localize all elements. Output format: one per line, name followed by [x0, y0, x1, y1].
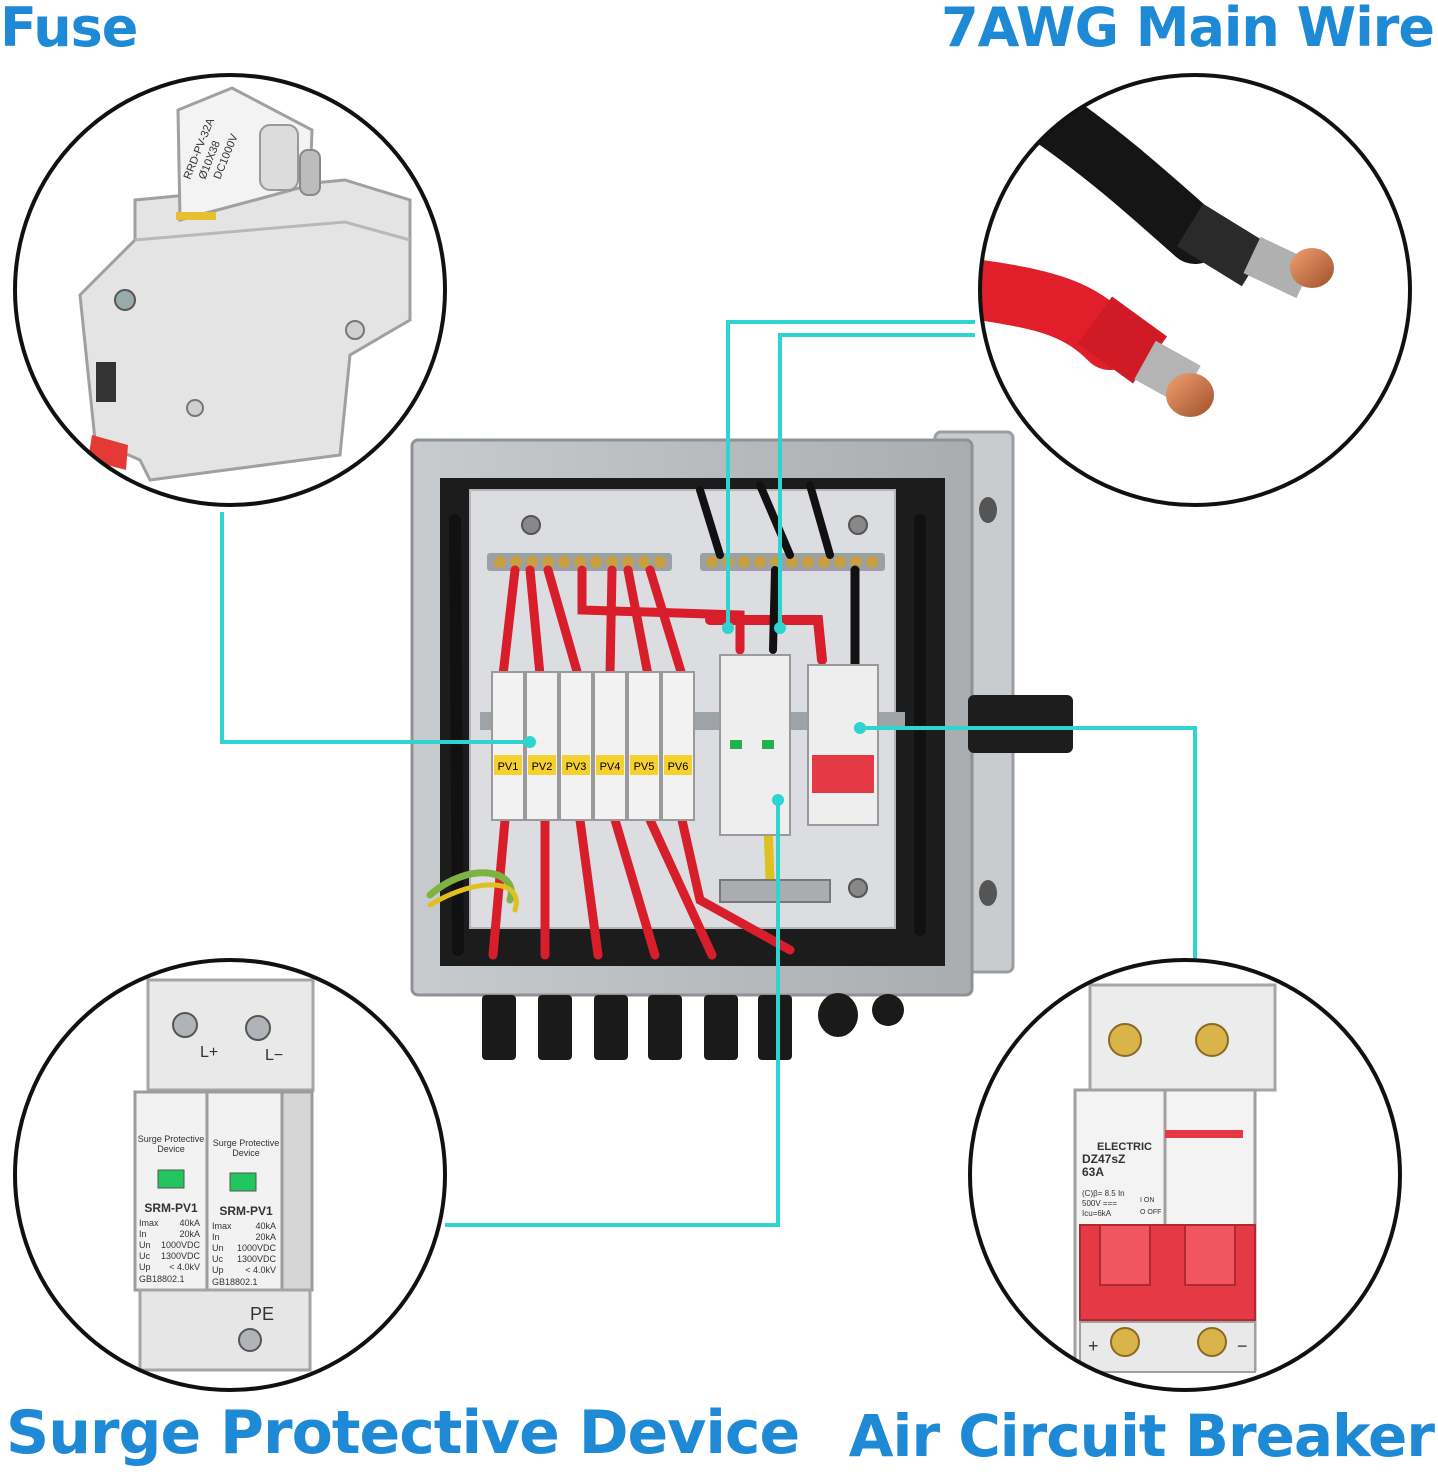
screw-icon [1108, 1023, 1142, 1057]
callout-lines [220, 320, 1197, 1227]
black-wire [1011, 81, 1224, 264]
spd-status-window [157, 1169, 185, 1189]
spd-terminal-minus: L− [265, 1047, 283, 1064]
screw-icon [114, 289, 136, 311]
ground-bar [719, 879, 831, 903]
svg-text:In: In [139, 1229, 147, 1239]
plate-screw [848, 878, 868, 898]
breaker-small-handle [812, 755, 874, 793]
breaker-plus: + [1088, 1336, 1099, 1356]
svg-text:Icu=6kA: Icu=6kA [1082, 1209, 1112, 1218]
svg-text:In: In [212, 1232, 220, 1242]
svg-text:Uc: Uc [212, 1254, 223, 1264]
callout-wire-red [726, 320, 975, 628]
fuse-detail-circle: RRD-PV-32A Ø10X38 DC1000V [13, 73, 447, 507]
svg-text:Uc: Uc [139, 1251, 150, 1261]
spd-device-label: Surge Protective [213, 1138, 280, 1148]
mounting-hole [979, 497, 997, 523]
svg-text:20kA: 20kA [179, 1229, 200, 1239]
svg-text:40kA: 40kA [255, 1221, 276, 1231]
spd-device-label: Device [232, 1148, 260, 1158]
plate-screw [848, 515, 868, 535]
fuse-holder-body [78, 178, 412, 482]
svg-text:1300VDC: 1300VDC [161, 1251, 201, 1261]
breaker-brand: ELECTRIC [1097, 1141, 1152, 1153]
breaker-minus: − [1237, 1336, 1248, 1356]
breaker-detail-circle: ELECTRIC DZ47sZ 63A (C)β= 8.5 In 500V ==… [968, 958, 1402, 1392]
breaker-current: 63A [1082, 1165, 1104, 1179]
svg-text:40kA: 40kA [179, 1218, 200, 1228]
label-main-wire: 7AWG Main Wire [941, 0, 1435, 59]
svg-text:GB18802.1: GB18802.1 [139, 1274, 185, 1284]
spd-terminal-plus: L+ [200, 1044, 218, 1061]
svg-text:1300VDC: 1300VDC [237, 1254, 277, 1264]
enclosure-latch[interactable] [968, 695, 1073, 753]
copper-strands [1290, 248, 1334, 288]
breaker-model: DZ47sZ [1082, 1152, 1125, 1166]
svg-text:O OFF: O OFF [1140, 1209, 1161, 1216]
fuse-terminal-slot [96, 362, 116, 402]
fuse-tag: PV3 [566, 761, 587, 773]
fuse-tag: PV5 [634, 761, 655, 773]
callout-breaker [860, 726, 1197, 962]
svg-text:1000VDC: 1000VDC [161, 1240, 201, 1250]
svg-text:Imax: Imax [139, 1218, 159, 1228]
svg-text:I ON: I ON [1140, 1197, 1154, 1204]
svg-text:Up: Up [139, 1262, 151, 1272]
svg-text:(C)β= 8.5 In: (C)β= 8.5 In [1082, 1189, 1125, 1198]
svg-text:GB18802.1: GB18802.1 [212, 1277, 258, 1287]
screw-icon [238, 1328, 262, 1352]
svg-text:20kA: 20kA [255, 1232, 276, 1242]
spd-model: SRM-PV1 [219, 1204, 273, 1218]
spd-device-label: Device [157, 1144, 185, 1154]
svg-text:500V ===: 500V === [1082, 1199, 1117, 1208]
fuse-holder-row: PV1 PV2 PV3 PV4 PV5 PV6 [491, 671, 695, 821]
mounting-hole [979, 880, 997, 906]
callout-spd [445, 800, 780, 1227]
screw-icon [1110, 1327, 1140, 1357]
spd-ground-label: PE [250, 1304, 274, 1324]
label-breaker: Air Circuit Breaker [848, 1402, 1435, 1470]
spd-top-terminals [146, 978, 315, 1092]
spd-device-label: Surge Protective [138, 1134, 205, 1144]
fuse-cartridge [299, 149, 321, 196]
callout-wire-black [778, 333, 975, 628]
spd-base [138, 1288, 312, 1372]
fuse-tag: PV2 [532, 761, 553, 773]
screw-icon [245, 1015, 271, 1041]
copper-strands [1166, 373, 1214, 417]
wire-detail-circle [978, 73, 1412, 507]
spd-detail-circle: L+ L− Surge Protective Device Surge Prot… [13, 958, 447, 1392]
breaker-bottom-terminals [1079, 1321, 1256, 1373]
svg-text:< 4.0kV: < 4.0kV [169, 1262, 200, 1272]
label-spd: Surge Protective Device [6, 1398, 800, 1468]
svg-text:Un: Un [212, 1243, 224, 1253]
svg-text:Up: Up [212, 1265, 224, 1275]
fuse-tag: PV6 [668, 761, 689, 773]
screw-icon [172, 1012, 198, 1038]
screw-icon [1197, 1327, 1227, 1357]
label-fuse: Fuse [0, 0, 138, 59]
fuse-tag: PV4 [600, 761, 621, 773]
internal-wiring [426, 481, 926, 960]
svg-text:Un: Un [139, 1240, 151, 1250]
cable-connectors [482, 993, 904, 1060]
fuse-tag: PV1 [498, 761, 519, 773]
breaker-small [807, 664, 879, 826]
callout-fuse [220, 512, 530, 744]
svg-text:< 4.0kV: < 4.0kV [245, 1265, 276, 1275]
svg-text:Imax: Imax [212, 1221, 232, 1231]
plate-screw [521, 515, 541, 535]
svg-text:1000VDC: 1000VDC [237, 1243, 277, 1253]
spd-model: SRM-PV1 [144, 1201, 198, 1215]
screw-icon [1195, 1023, 1229, 1057]
combiner-box: PV1 PV2 PV3 PV4 PV5 PV6 [410, 430, 1073, 1060]
spd-status-window [229, 1172, 257, 1192]
